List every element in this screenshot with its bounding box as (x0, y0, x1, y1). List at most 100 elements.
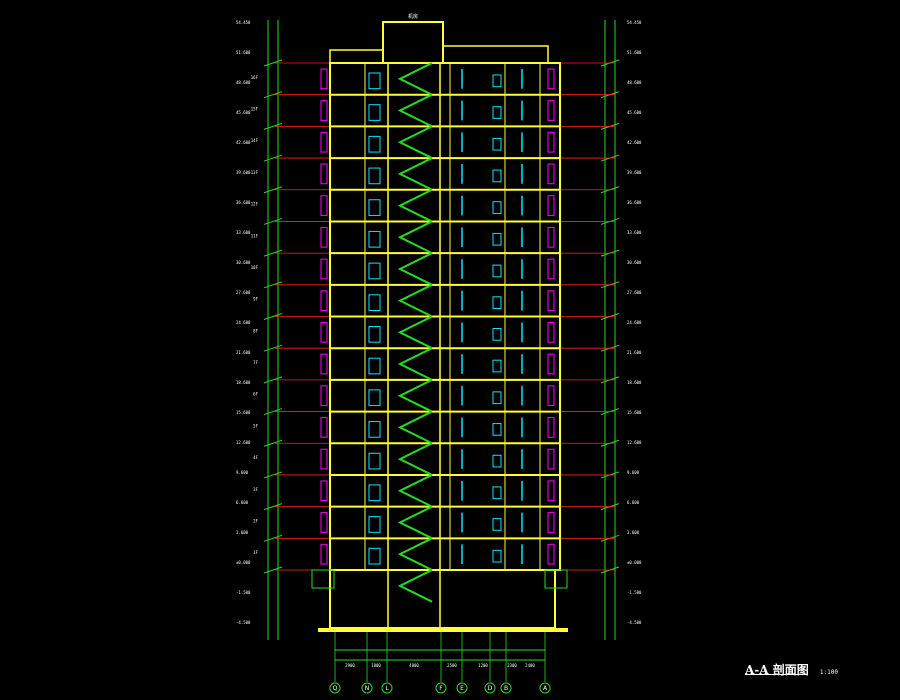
elevation-label: 6.600 (236, 500, 249, 505)
floor-number: 2F (253, 518, 258, 523)
dimension-tick (263, 217, 283, 225)
roof-parapet-right (442, 45, 549, 64)
elevation-label: 30.600 (627, 260, 642, 265)
drawing-caption: A-A 剖面图 1:100 (745, 659, 838, 678)
elevation-label: ±0.000 (236, 560, 251, 565)
left-facade-window (320, 448, 328, 470)
axis-bubble (381, 682, 393, 694)
door-opening (368, 516, 381, 533)
axis-bubble (539, 682, 551, 694)
axis-label: F (439, 685, 443, 692)
right-facade-window (547, 353, 555, 375)
right-facade-window (547, 322, 555, 343)
right-facade-window (547, 68, 555, 90)
elevation-label: 12.600 (627, 440, 642, 445)
door-opening (492, 74, 502, 88)
door-opening (492, 201, 502, 214)
elevation-label: 42.600 (236, 140, 251, 145)
bottom-dimension-value: 2500 (447, 663, 457, 668)
drawing-title: A-A 剖面图 (745, 663, 809, 677)
left-facade-window (320, 480, 328, 502)
left-facade-window (320, 226, 328, 248)
dimension-tick (263, 281, 283, 289)
elevation-label: -4.500 (236, 620, 251, 625)
building-structure (311, 21, 568, 632)
door-opening (368, 230, 381, 248)
floor-number: 3F (253, 487, 258, 492)
stair-flight (397, 283, 433, 318)
axis-bubble (329, 682, 341, 694)
elevation-label: 54.450 (236, 20, 251, 25)
elevation-label: 27.600 (236, 290, 251, 295)
right-facade-window (547, 226, 555, 248)
dimension-tick (263, 534, 283, 542)
bottom-dimension-value: 4800 (409, 663, 419, 668)
floor-number: 11F (251, 233, 259, 238)
elevation-label: 3.600 (627, 530, 640, 535)
elevation-label: 48.600 (236, 80, 251, 85)
dimension-tick (263, 503, 283, 511)
stair-flight (397, 410, 433, 445)
elevation-label: 6.600 (627, 500, 640, 505)
elevation-label: 3.600 (236, 530, 249, 535)
elevation-label: -4.500 (627, 620, 642, 625)
door-opening (368, 421, 381, 438)
drawing-scale: 1:100 (819, 669, 838, 676)
elevation-label: 45.600 (236, 110, 251, 115)
roof-parapet-left (329, 49, 384, 64)
basement-outline (329, 569, 556, 629)
stair-flight (397, 157, 433, 191)
stair-flight (397, 569, 433, 603)
elevation-label: 12.600 (236, 440, 251, 445)
stair-flights (397, 62, 433, 603)
axis-label: L (385, 685, 389, 692)
dimension-chains (263, 20, 620, 661)
elevation-label: 15.600 (627, 410, 642, 415)
axis-bubble (500, 682, 512, 694)
bottom-dimension-value: 1200 (478, 663, 488, 668)
elevation-label: 18.600 (627, 380, 642, 385)
door-opening (492, 454, 502, 468)
floor-number: 1F (253, 550, 258, 555)
stair-flight (397, 220, 433, 255)
elevation-label: 39.600 (627, 170, 642, 175)
door-opening (368, 357, 381, 375)
right-facade-window (547, 512, 555, 533)
dimension-tick (263, 566, 283, 574)
right-facade-window (547, 258, 555, 280)
floor-number: 5F (253, 423, 258, 428)
axis-bubble (456, 682, 468, 694)
left-facade-window (320, 353, 328, 375)
foundation-slab (318, 628, 568, 632)
door-opening (368, 547, 381, 565)
floor-number: 16F (251, 75, 259, 80)
left-facade-window (320, 543, 328, 565)
floor-number: 15F (251, 107, 259, 112)
dimension-tick (263, 439, 283, 447)
ground-fill-left (311, 569, 335, 589)
dimension-tick (263, 122, 283, 130)
axis-bubble (435, 682, 447, 694)
elevation-label: 39.600 (236, 170, 251, 175)
elevation-label: 36.600 (236, 200, 251, 205)
door-opening (368, 484, 381, 502)
elevation-label: ±0.000 (627, 560, 642, 565)
right-facade-window (547, 385, 555, 407)
elevation-label: 54.450 (627, 20, 642, 25)
elevation-label: 42.600 (627, 140, 642, 145)
left-facade-window (320, 290, 328, 311)
dimension-tick (263, 376, 283, 384)
stair-flight (397, 505, 433, 540)
bottom-dimension-value: 2900 (345, 663, 355, 668)
floor-number: 10F (251, 265, 259, 270)
elevation-label: 9.600 (236, 470, 249, 475)
left-facade-window (320, 100, 328, 121)
floor-number: 4F (253, 455, 258, 460)
axis-label: D (488, 685, 493, 692)
axis-label: B (504, 685, 508, 692)
stair-flight (397, 378, 433, 413)
right-facade-window (547, 163, 555, 185)
dimension-tick (263, 344, 283, 352)
stair-flight (397, 315, 433, 350)
left-facade-window (320, 512, 328, 533)
